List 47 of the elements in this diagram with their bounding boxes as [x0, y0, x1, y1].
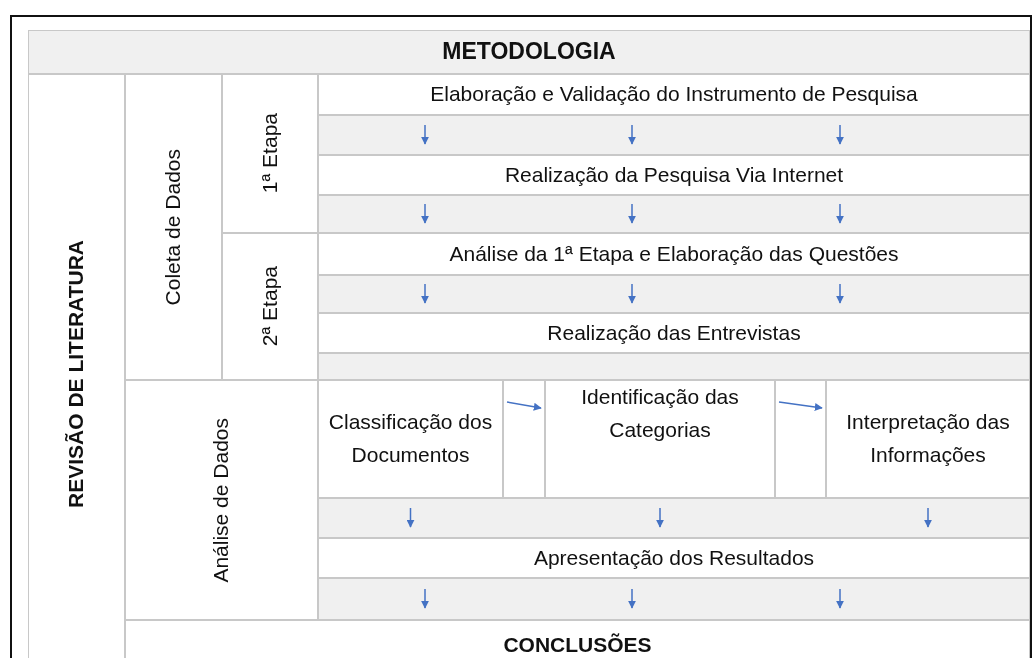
process-cell	[826, 380, 1030, 498]
section-label: 1ª Etapa	[256, 113, 282, 194]
row-header-cell	[222, 233, 318, 380]
section-title: CONCLUSÕES	[503, 631, 652, 658]
arrow	[628, 203, 636, 224]
step-label: Apresentação dos Resultados	[533, 544, 815, 571]
arrow	[421, 124, 429, 145]
step-label: Análise da 1ª Etapa e Elaboração das Questões	[449, 240, 899, 267]
process-cell	[318, 74, 1030, 115]
arrow	[836, 203, 844, 224]
step-label: Realização das Entrevistas	[547, 319, 801, 346]
process-cell	[318, 233, 1030, 275]
section-label: Coleta de Dados	[160, 148, 186, 306]
row-header-cell	[125, 74, 222, 380]
arrow	[506, 401, 542, 411]
footer-cell	[125, 620, 1030, 658]
column-header-cell	[28, 74, 125, 658]
step-label: Classificação dos Documentos	[327, 409, 494, 468]
section-label: REVISÃO DE LITERATURA	[63, 240, 89, 508]
arrow	[628, 283, 636, 304]
arrow	[836, 283, 844, 304]
row-header-cell	[222, 74, 318, 233]
arrow	[656, 507, 664, 528]
step-label: Interpretação das Informações	[845, 409, 1011, 468]
arrow	[406, 507, 415, 528]
step-label: Identificação das Categorias	[580, 384, 740, 443]
arrow	[421, 588, 429, 609]
arrow	[836, 124, 844, 145]
arrow	[836, 588, 844, 609]
process-cell	[545, 380, 775, 498]
arrow	[924, 507, 932, 528]
row-header-cell	[125, 380, 318, 620]
process-cell	[318, 538, 1030, 578]
section-label: 2ª Etapa	[256, 266, 282, 347]
section-label: Análise de Dados	[208, 417, 234, 583]
process-cell	[318, 313, 1030, 353]
step-label: Realização da Pesquisa Via Internet	[504, 161, 844, 188]
header-cell	[28, 30, 1030, 74]
arrow	[421, 283, 429, 304]
arrow	[628, 588, 636, 609]
arrow	[778, 401, 823, 411]
step-label: Elaboração e Validação do Instrumento de Pesquisa	[430, 81, 918, 108]
title: METODOLOGIA	[442, 37, 616, 67]
arrow	[421, 203, 429, 224]
process-cell	[318, 380, 503, 498]
arrow	[628, 124, 636, 145]
process-cell	[318, 155, 1030, 195]
